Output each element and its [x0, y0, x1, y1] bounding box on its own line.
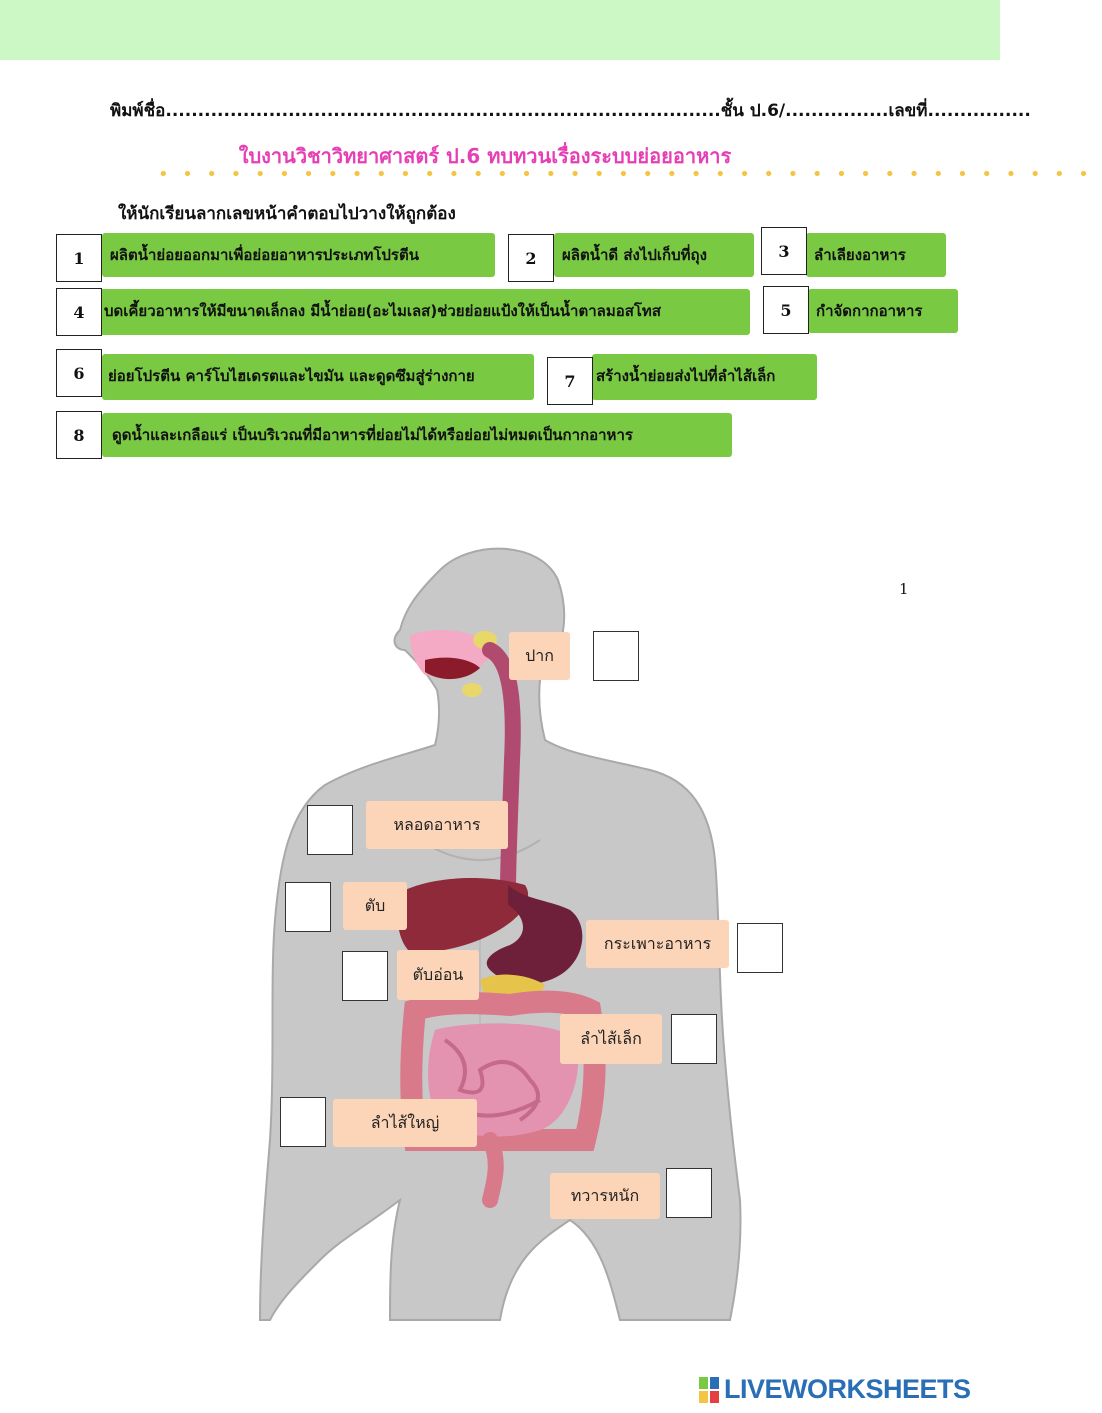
organ-label-esophagus: หลอดอาหาร	[366, 801, 508, 849]
title-dots-divider: •••••••••••••••••••••••••••••••••••••••	[158, 164, 1102, 185]
organ-label-stomach: กระเพาะอาหาร	[586, 920, 729, 968]
answer-number-tile-3[interactable]: 3	[761, 227, 807, 275]
worksheet-title: ใบงานวิชาวิทยาศาสตร์ ป.6 ทบทวนเรื่องระบบ…	[238, 144, 732, 168]
answer-card-3: ลำเลียงอาหาร	[806, 233, 946, 277]
student-info-line: พิมพ์ชื่อ...............................…	[110, 101, 1031, 121]
answer-card-4: บดเคี้ยวอาหารให้มีขนาดเล็กลง มีน้ำย่อย(อ…	[100, 289, 750, 335]
drop-box-small-intestine[interactable]	[671, 1014, 717, 1064]
answer-card-7: สร้างน้ำย่อยส่งไปที่ลำไส้เล็ก	[592, 354, 817, 400]
organ-label-liver: ตับ	[343, 882, 407, 930]
drop-box-liver[interactable]	[285, 882, 331, 932]
answer-number-tile-7[interactable]: 7	[547, 357, 593, 405]
organ-label-small-intestine: ลำไส้เล็ก	[560, 1014, 662, 1064]
organ-label-large-intestine: ลำไส้ใหญ่	[333, 1099, 477, 1147]
liveworksheets-brand: LIVEWORKSHEETS	[698, 1374, 971, 1405]
answer-card-8: ดูดน้ำและเกลือแร่ เป็นบริเวณที่มีอาหารที…	[102, 413, 732, 457]
answer-text: ผลิตน้ำย่อยออกมาเพื่อย่อยอาหารประเภทโปรต…	[110, 246, 419, 264]
answer-text: ผลิตน้ำดี ส่งไปเก็บที่ถุง	[562, 246, 707, 264]
instruction-text: ให้นักเรียนลากเลขหน้าคำตอบไปวางให้ถูกต้อ…	[118, 204, 456, 224]
answer-text: ลำเลียงอาหาร	[814, 246, 906, 264]
answer-number-tile-2[interactable]: 2	[508, 234, 554, 282]
answer-number-tile-8[interactable]: 8	[56, 411, 102, 459]
organ-label-anus: ทวารหนัก	[550, 1173, 660, 1219]
answer-number-tile-4[interactable]: 4	[56, 288, 102, 336]
drop-box-mouth[interactable]	[593, 631, 639, 681]
page-number: 1	[899, 580, 909, 598]
drop-box-esophagus[interactable]	[307, 805, 353, 855]
answer-number-tile-5[interactable]: 5	[763, 286, 809, 334]
liveworksheets-logo-icon	[699, 1376, 719, 1403]
drop-box-pancreas[interactable]	[342, 951, 388, 1001]
answer-text: บดเคี้ยวอาหารให้มีขนาดเล็กลง มีน้ำย่อย(อ…	[104, 302, 661, 320]
organ-label-pancreas: ตับอ่อน	[397, 950, 479, 1000]
answer-card-1: ผลิตน้ำย่อยออกมาเพื่อย่อยอาหารประเภทโปรต…	[102, 233, 495, 277]
answer-text: ดูดน้ำและเกลือแร่ เป็นบริเวณที่มีอาหารที…	[112, 426, 633, 444]
organ-label-mouth: ปาก	[509, 632, 570, 680]
drop-box-stomach[interactable]	[737, 923, 783, 973]
drop-box-large-intestine[interactable]	[280, 1097, 326, 1147]
top-banner	[0, 0, 1000, 60]
answer-card-6: ย่อยโปรตีน คาร์โบไฮเดรตและไขมัน และดูดซึ…	[102, 354, 534, 400]
answer-card-2: ผลิตน้ำดี ส่งไปเก็บที่ถุง	[554, 233, 754, 277]
answer-number-tile-6[interactable]: 6	[56, 349, 102, 397]
brand-name: LIVEWORKSHEETS	[724, 1374, 971, 1404]
answer-card-5: กำจัดกากอาหาร	[808, 289, 958, 333]
answer-text: สร้างน้ำย่อยส่งไปที่ลำไส้เล็ก	[596, 367, 776, 385]
answer-text: ย่อยโปรตีน คาร์โบไฮเดรตและไขมัน และดูดซึ…	[108, 367, 475, 385]
answer-number-tile-1[interactable]: 1	[56, 234, 102, 282]
answer-text: กำจัดกากอาหาร	[816, 302, 923, 320]
drop-box-anus[interactable]	[666, 1168, 712, 1218]
